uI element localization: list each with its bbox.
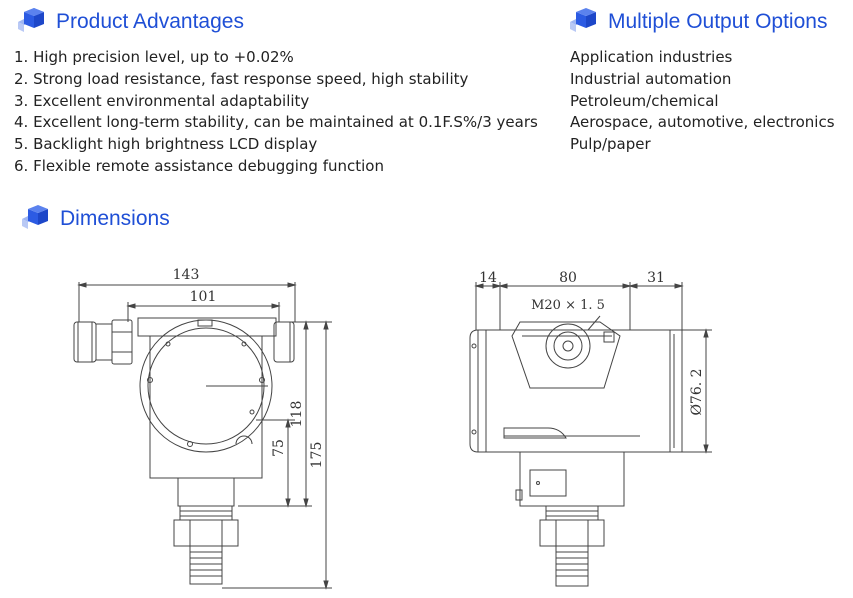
dim-label-75: 75 [271, 439, 287, 457]
advantages-list: 1. High precision level, up to +0.02% 2.… [14, 47, 538, 178]
product-advantages-heading: Product Advantages [10, 8, 244, 36]
side-view-drawing [469, 282, 712, 587]
section-title: Product Advantages [56, 10, 244, 33]
cube-icon [22, 205, 48, 229]
dim-label-101: 101 [190, 289, 217, 305]
list-item: Pulp/paper [570, 135, 651, 154]
output-options-heading: Multiple Output Options [562, 8, 827, 36]
list-item: 6. Flexible remote assistance debugging … [14, 156, 384, 175]
list-item: Application industries [570, 48, 733, 66]
list-item: 1. High precision level, up to +0.02% [14, 48, 294, 66]
list-item: 2. Strong load resistance, fast response… [14, 69, 469, 88]
list-item: Industrial automation [570, 69, 732, 88]
list-item: 4. Excellent long-term stability, can be… [14, 113, 538, 132]
cube-icon [18, 8, 44, 32]
dim-label-143: 143 [173, 267, 200, 283]
dimensions-heading: Dimensions [14, 205, 170, 233]
dim-label-31: 31 [647, 270, 665, 286]
dim-label-14: 14 [479, 270, 497, 286]
diameter-label: Ø76. 2 [689, 368, 705, 415]
dim-label-118: 118 [289, 401, 305, 428]
outputs-list: Application industries Industrial automa… [570, 47, 835, 156]
section-title: Dimensions [60, 207, 170, 230]
list-item: Aerospace, automotive, electronics [570, 113, 835, 132]
cube-icon [570, 8, 596, 32]
thread-label: M20 × 1. 5 [531, 298, 605, 313]
list-item: 3. Excellent environmental adaptability [14, 91, 310, 110]
list-item: 5. Backlight high brightness LCD display [14, 135, 318, 154]
list-item: Petroleum/chemical [570, 91, 719, 110]
section-title: Multiple Output Options [608, 10, 828, 33]
front-view-drawing [73, 282, 332, 590]
dim-label-80: 80 [559, 270, 577, 286]
dim-label-175: 175 [309, 442, 325, 469]
